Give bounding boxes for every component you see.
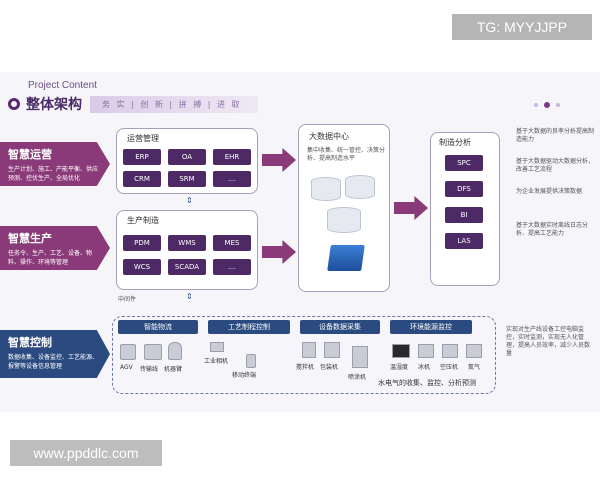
title-row: 整体架构 务 实 | 创 新 | 拼 搏 | 进 取 [8,94,258,114]
control-dashed-box [112,316,496,394]
tile-oa[interactable]: OA [168,149,206,165]
dot-icon [544,102,550,108]
category-energy-monitor: 环境能源监控 [390,320,472,334]
slide-subtitle: Project Content [28,80,97,91]
device-label: 包装机 [320,364,339,371]
watermark-top: TG: MYYJJPP [452,14,592,40]
tile-more[interactable]: ... [213,259,251,275]
category-smart-logistics: 智能物流 [118,320,198,334]
tile-pdm[interactable]: PDM [123,235,161,251]
conveyor-icon [144,344,162,360]
mixer-icon [302,342,316,358]
device-label: 机器臂 [164,366,183,373]
slide-title: 整体架构 [26,97,82,113]
database-icon [327,207,361,233]
tile-mes[interactable]: MES [213,235,251,251]
tile-wms[interactable]: WMS [168,235,206,251]
title-bullet-icon [8,98,20,110]
tile-dfs[interactable]: DFS [445,181,483,197]
decorative-dots [534,102,560,108]
tile-las[interactable]: LAS [445,233,483,249]
server-stack-icon [327,245,365,271]
device-label: 喷涂机 [348,374,367,381]
tile-spc[interactable]: SPC [445,155,483,171]
tile-srm[interactable]: SRM [168,171,206,187]
category-device-data: 设备数据采集 [300,320,380,334]
device-label: 温湿度 [390,364,409,371]
updown-arrow-icon: ⇕ [186,196,193,205]
device-label: 工业相机 [204,358,229,365]
updown-arrow-icon: ⇕ [186,292,193,301]
air-compressor-icon [442,344,458,358]
label-smart-operation: 智慧运营 生产计划、施工、产能平衡、供应预测、控优生产、全局优化 [0,142,110,186]
analysis-note-spc: 基于大数据的良率分析提高制造能力 [516,128,595,143]
industrial-camera-icon [210,342,224,352]
label-title: 智慧生产 [8,232,52,245]
device-label: AGV [120,364,133,371]
tile-scada[interactable]: SCADA [168,259,206,275]
label-title: 智慧运营 [8,148,52,161]
device-label: 氮气 [468,364,481,371]
tile-erp[interactable]: ERP [123,149,161,165]
box-title: 生产制造 [127,216,159,225]
robot-arm-icon [168,342,182,360]
tile-bi[interactable]: BI [445,207,483,223]
tile-wcs[interactable]: WCS [123,259,161,275]
chiller-icon [418,344,434,358]
manufacturing-analysis-box: 制造分析 SPC DFS BI LAS [430,132,500,286]
sprayer-icon [352,346,368,368]
control-note: 实现对生产线设备工控电脑监控，实时监测，实现无人化管理，提高人员效率，减少人员数… [506,326,591,357]
middleware-label: 中间件 [118,296,137,303]
analysis-note-las: 基于大数据实时离线日志分析、提高工艺能力 [516,222,589,237]
database-icon [345,175,375,199]
packaging-machine-icon [324,342,340,358]
device-label: 移动终端 [232,372,257,379]
tile-more[interactable]: ... [213,171,251,187]
tagline-banner: 务 实 | 创 新 | 拼 搏 | 进 取 [90,95,258,113]
label-desc: 生产计划、施工、产能平衡、供应预测、控优生产、全局优化 [8,166,99,182]
bigdata-desc: 集中收集、统一管控、决策分析、提高制造水平 [307,147,386,162]
device-label: 传输线 [140,366,159,373]
tile-ehr[interactable]: EHR [213,149,251,165]
tile-crm[interactable]: CRM [123,171,161,187]
box-title: 制造分析 [439,138,471,147]
database-icon [311,177,341,201]
device-label: 搅拌机 [296,364,315,371]
analysis-note-dfs: 基于大数据驱动大数据分析，改善工艺流程 [516,158,595,173]
control-footer: 水电气的收集、监控、分析预测 [378,379,476,387]
thermo-hygrometer-icon [392,344,410,358]
dot-icon [534,103,538,107]
device-label: 冰机 [418,364,431,371]
dot-icon [556,103,560,107]
analysis-note-bi: 为企业发展提供决策数据 [516,188,583,195]
box-title: 大数据中心 [309,132,349,141]
label-smart-control: 智慧控制 数据收集、设备监控、工艺能源、报警等设备信息管理 [0,330,110,378]
bigdata-center-box: 大数据中心 集中收集、统一管控、决策分析、提高制造水平 [298,124,390,292]
device-label: 空压机 [440,364,459,371]
production-box: 生产制造 PDM WMS MES WCS SCADA ... [116,210,258,290]
mobile-terminal-icon [246,354,256,368]
watermark-bottom: www.ppddlc.com [10,440,162,466]
nitrogen-icon [466,344,482,358]
box-title: 运营管理 [127,134,159,143]
label-smart-production: 智慧生产 任务令、生产、工艺、设备、物料、操作、环境等管理 [0,226,110,270]
category-process-control: 工艺制程控制 [208,320,290,334]
operation-management-box: 运营管理 ERP OA EHR CRM SRM ... [116,128,258,194]
agv-icon [120,344,136,360]
label-desc: 任务令、生产、工艺、设备、物料、操作、环境等管理 [8,250,93,266]
label-title: 智慧控制 [8,336,52,349]
label-desc: 数据收集、设备监控、工艺能源、报警等设备信息管理 [8,354,99,370]
